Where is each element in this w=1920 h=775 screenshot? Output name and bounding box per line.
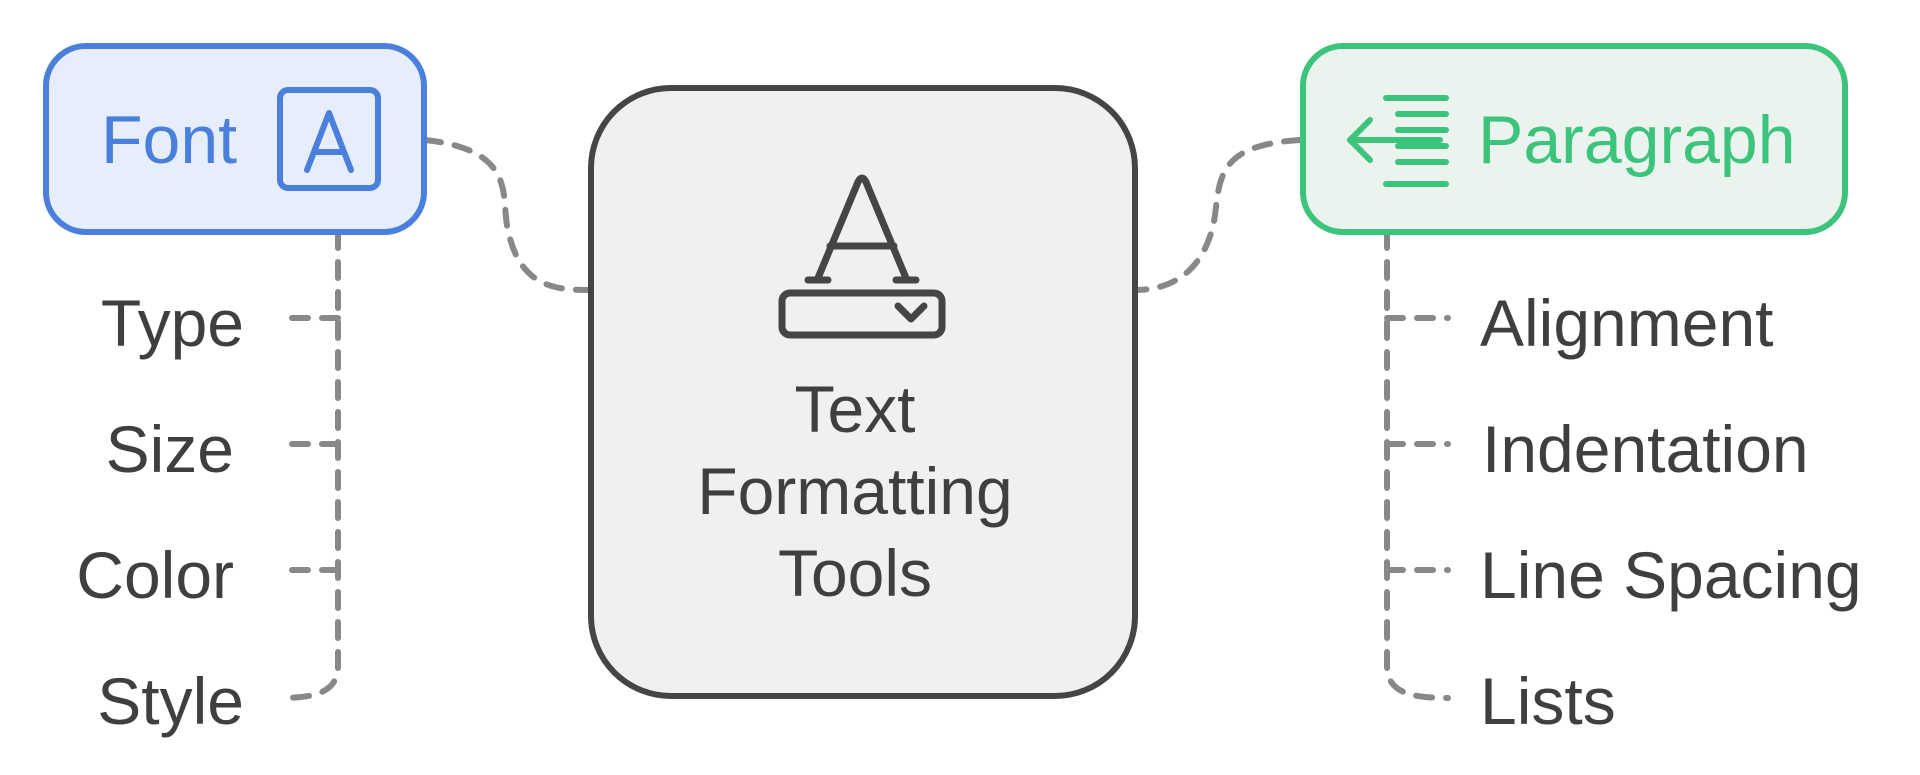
connector-font-to-center <box>422 137 595 293</box>
center-title-line: Formatting <box>697 454 1013 528</box>
center-title: Text Formatting Tools <box>600 368 1110 614</box>
paragraph-box-title: Paragraph <box>1478 102 1796 178</box>
paragraph-item-indentation: Indentation <box>1482 412 1809 486</box>
outdent-lines-icon <box>1347 95 1449 187</box>
paragraph-item-alignment: Alignment <box>1480 286 1774 360</box>
font-item-size: Size <box>105 412 234 486</box>
font-item-color: Color <box>76 538 234 612</box>
connectors <box>275 137 1451 701</box>
paragraph-item-linespacing: Line Spacing <box>1480 538 1862 612</box>
font-box-title: Font <box>101 102 238 178</box>
center-box <box>588 85 1138 699</box>
font-item-type: Type <box>100 286 244 360</box>
connector-font-spine <box>277 229 341 701</box>
connector-paragraph-spine <box>1384 229 1451 701</box>
connector-paragraph-to-center <box>1132 137 1303 293</box>
center-title-line: Tools <box>777 536 933 610</box>
paragraph-item-lists: Lists <box>1480 664 1616 738</box>
letter-a-box-icon <box>277 87 381 191</box>
font-item-style: Style <box>97 664 244 738</box>
center-title-line: Text <box>794 372 916 446</box>
font-dropdown-icon <box>778 174 946 339</box>
